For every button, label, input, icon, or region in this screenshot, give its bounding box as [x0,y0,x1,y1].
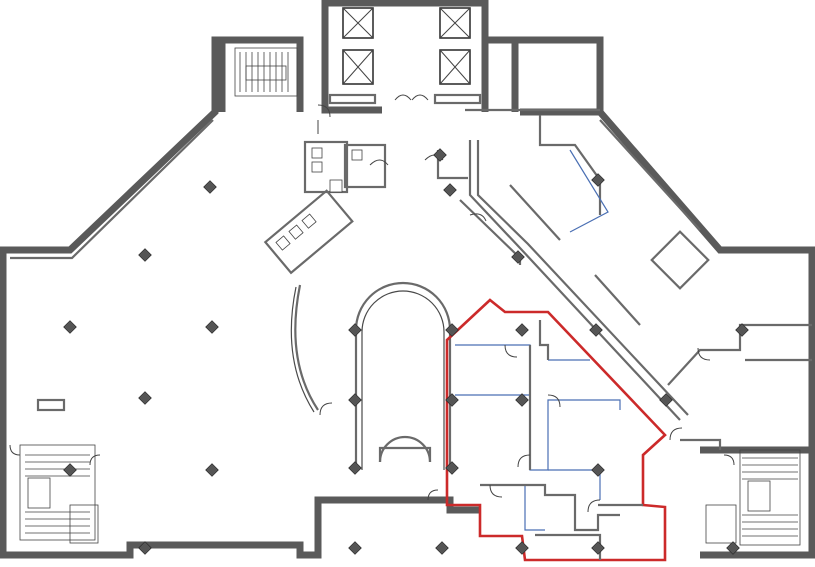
column-icon [735,323,749,337]
column-icon [445,461,459,475]
column-icon [515,393,529,407]
counter [36,398,66,412]
column-icon [348,541,362,555]
atrium [290,281,452,470]
column-icon [205,463,219,477]
column-icon [348,461,362,475]
column-icon [589,323,603,337]
interior-walls [436,108,812,450]
column-icon [726,541,740,555]
elevator-shaft-icon [342,7,374,39]
column-icon [348,393,362,407]
column-icon [348,323,362,337]
stair-icon [705,449,801,546]
column-icon [445,393,459,407]
column-icon [443,183,457,197]
column-icon [591,541,605,555]
column-icon [63,463,77,477]
column-icon [203,180,217,194]
restroom-core [263,140,444,275]
column-icon [63,320,77,334]
column-icon [511,250,525,264]
elevator-bank [328,7,482,105]
column-icon [659,393,673,407]
stair-icon [234,47,298,97]
column-icon [591,463,605,477]
elevator-shaft-icon [342,49,374,85]
column-icon [435,541,449,555]
column-icon [138,248,152,262]
stair-icon [19,444,99,544]
column-icon [138,391,152,405]
column-icon [445,323,459,337]
column-icon [138,541,152,555]
column-icon [205,320,219,334]
structural-columns [63,148,749,555]
highlighted-tenant-suite[interactable] [445,298,667,562]
column-icon [515,541,529,555]
elevator-shaft-icon [439,49,471,85]
tenant-interior [480,320,643,560]
column-icon [591,173,605,187]
door-swing-icon [9,104,735,501]
column-icon [515,323,529,337]
elevator-shaft-icon [439,7,471,39]
column-icon [433,148,447,162]
